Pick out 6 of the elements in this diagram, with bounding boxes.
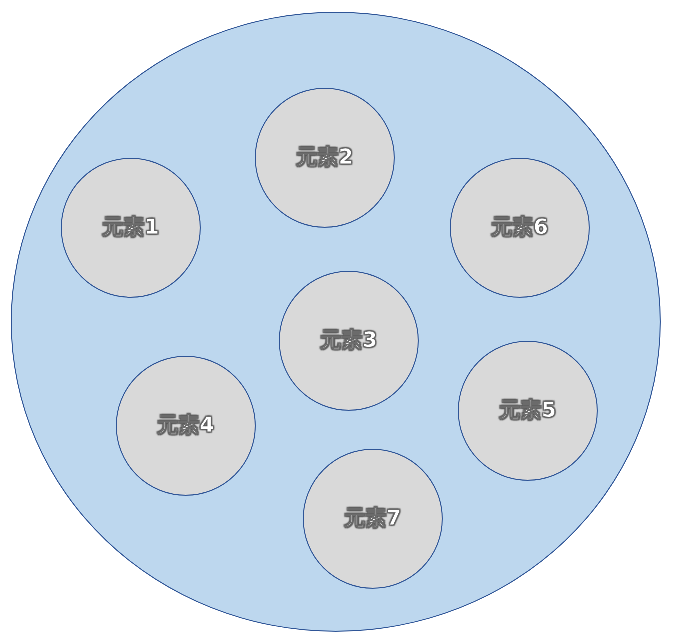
node-label: 元素5 [500, 399, 556, 423]
node-label: 元素3 [320, 329, 378, 353]
node-label: 元素4 [158, 414, 214, 438]
node-label: 元素6 [492, 216, 548, 240]
node-label: 元素1 [102, 216, 160, 240]
node-label: 元素2 [296, 146, 354, 170]
